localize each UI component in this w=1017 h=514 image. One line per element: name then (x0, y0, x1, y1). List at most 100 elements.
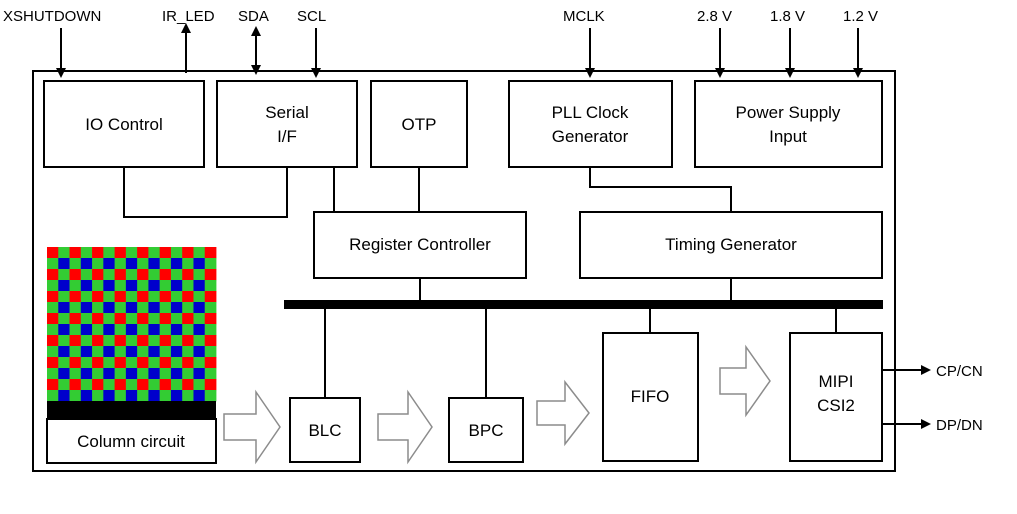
pixel-cell (125, 335, 138, 347)
pixel-cell (148, 390, 161, 402)
signal-xshutdown: XSHUTDOWN (3, 8, 101, 25)
pixel-cell (80, 280, 93, 292)
pixel-cell (170, 302, 183, 314)
pixel-cell (47, 368, 59, 380)
pixel-cell (159, 258, 172, 270)
pixel-cell (170, 324, 183, 336)
pixel-cell (103, 346, 115, 358)
pixel-cell (182, 368, 194, 380)
pixel-cell (80, 368, 93, 380)
pixel-cell (103, 291, 115, 303)
pixel-cell (47, 302, 59, 314)
pixel-cell (114, 313, 127, 325)
bpc-block: BPC (448, 397, 524, 463)
flow-arrow-3 (536, 379, 590, 447)
pixel-cell (103, 280, 115, 292)
pixel-cell (103, 324, 115, 336)
pixel-cell (58, 324, 70, 336)
pixel-cell (47, 379, 59, 391)
pixel-cell (193, 247, 206, 259)
pixel-cell (125, 379, 138, 391)
pixel-cell (103, 269, 115, 281)
pixel-cell (125, 302, 138, 314)
pixel-cell (182, 313, 194, 325)
pixel-cell (170, 313, 183, 325)
signal-cp-cn: CP/CN (936, 363, 983, 380)
pixel-cell (148, 258, 161, 270)
pixel-cell (182, 258, 194, 270)
pixel-cell (103, 357, 115, 369)
flow-arrow-1 (223, 389, 281, 465)
pixel-cell (69, 313, 82, 325)
pixel-cell (193, 258, 206, 270)
pixel-cell (137, 247, 149, 259)
pixel-cell (204, 269, 217, 281)
pixel-cell (159, 302, 172, 314)
pixel-cell (204, 258, 217, 270)
pixel-cell (137, 313, 149, 325)
register-controller-label: Register Controller (349, 235, 491, 254)
wire-pll-timing (589, 167, 732, 212)
pixel-cell (193, 357, 206, 369)
pixel-cell (80, 258, 93, 270)
pixel-cell (125, 291, 138, 303)
pixel-cell (159, 324, 172, 336)
pixel-cell (159, 357, 172, 369)
pixel-cell (170, 258, 183, 270)
pixel-cell (204, 357, 217, 369)
pixel-cell (182, 357, 194, 369)
pixel-cell (204, 302, 217, 314)
pixel-cell (159, 346, 172, 358)
pixel-cell (114, 379, 127, 391)
pixel-cell (47, 247, 59, 259)
pixel-cell (170, 357, 183, 369)
pixel-cell (137, 357, 149, 369)
pixel-cell (159, 247, 172, 259)
signal-2v8: 2.8 V (697, 8, 732, 25)
pixel-cell (58, 313, 70, 325)
timing-generator-label: Timing Generator (665, 235, 797, 254)
pixel-cell (159, 291, 172, 303)
pixel-cell (182, 302, 194, 314)
pixel-cell (47, 390, 59, 402)
signal-scl: SCL (297, 8, 326, 25)
pixel-cell (137, 258, 149, 270)
pixel-cell (103, 302, 115, 314)
power-label-2: Input (769, 127, 807, 146)
pixel-cell (103, 247, 115, 259)
pixel-cell (159, 390, 172, 402)
pixel-cell (159, 269, 172, 281)
column-circuit-block: Column circuit (46, 418, 217, 464)
pixel-cell (103, 258, 115, 270)
pixel-cell (58, 357, 70, 369)
pixel-cell (92, 324, 104, 336)
pixel-cell (92, 291, 104, 303)
pixel-cell (69, 291, 82, 303)
pixel-cell (204, 379, 217, 391)
pixel-cell (137, 368, 149, 380)
pixel-cell (137, 379, 149, 391)
pixel-array-black-rows (47, 401, 216, 419)
pixel-cell (92, 390, 104, 402)
pixel-cell (58, 247, 70, 259)
fifo-block: FIFO (602, 332, 699, 462)
mipi-label-2: CSI2 (817, 396, 855, 415)
flow-arrow-2 (377, 389, 433, 465)
pixel-cell (204, 280, 217, 292)
pixel-cell (58, 280, 70, 292)
pixel-cell (80, 302, 93, 314)
pixel-cell (69, 258, 82, 270)
pixel-cell (159, 379, 172, 391)
pixel-cell (182, 269, 194, 281)
pixel-cell (137, 390, 149, 402)
pixel-cell (58, 269, 70, 281)
pixel-cell (114, 324, 127, 336)
pixel-cell (148, 269, 161, 281)
pixel-cell (148, 313, 161, 325)
pixel-cell (193, 390, 206, 402)
pixel-cell (92, 379, 104, 391)
signal-1v2: 1.2 V (843, 8, 878, 25)
io-control-block: IO Control (43, 80, 205, 168)
pixel-cell (182, 247, 194, 259)
pixel-cell (69, 368, 82, 380)
